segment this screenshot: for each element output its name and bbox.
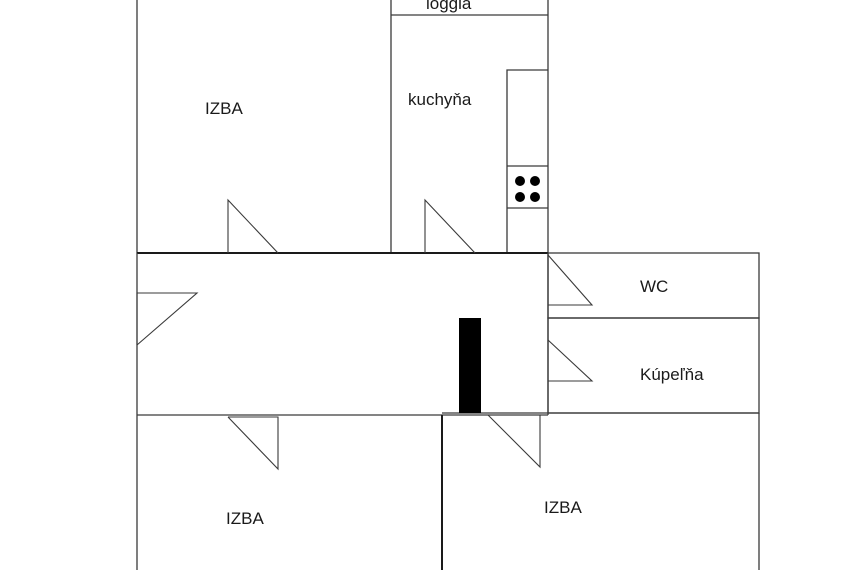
door-entrance bbox=[136, 292, 199, 346]
door-wc bbox=[547, 254, 594, 306]
burner bbox=[530, 192, 540, 202]
room-label-bathroom: Kúpeľňa bbox=[640, 365, 704, 384]
burner bbox=[530, 176, 540, 186]
hallway-column bbox=[459, 318, 481, 413]
room-label-wc: WC bbox=[640, 277, 668, 296]
doors bbox=[136, 198, 594, 471]
room-label-loggia: loggia bbox=[426, 0, 472, 13]
room-label-bottom-right: IZBA bbox=[544, 498, 582, 517]
walls bbox=[136, 0, 760, 570]
door-top-left-room bbox=[227, 198, 279, 254]
door-bathroom bbox=[547, 339, 594, 382]
door-kitchen bbox=[424, 198, 476, 254]
door-bottom-left-room bbox=[227, 416, 279, 471]
door-bottom-right-room bbox=[487, 414, 541, 469]
room-label-kitchen: kuchyňa bbox=[408, 90, 472, 109]
burner bbox=[515, 192, 525, 202]
room-label-bottom-left: IZBA bbox=[226, 509, 264, 528]
room-label-top-left: IZBA bbox=[205, 99, 243, 118]
burner bbox=[515, 176, 525, 186]
kitchen-counter bbox=[506, 69, 548, 253]
stove-icon bbox=[515, 176, 540, 202]
